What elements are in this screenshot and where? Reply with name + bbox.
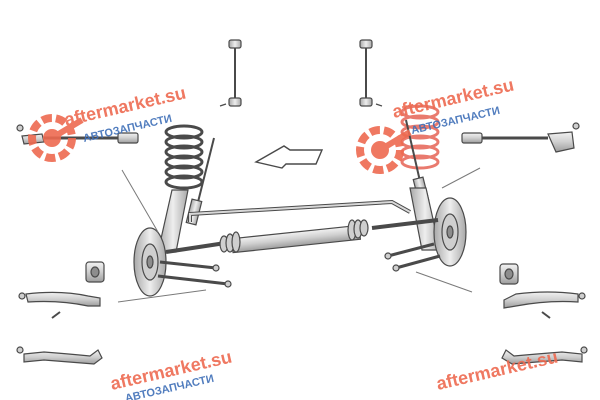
direction-arrow-icon <box>254 145 324 169</box>
watermark-bottom-right: aftermarket.su <box>434 347 559 394</box>
stabilizer-link-right <box>359 39 383 107</box>
watermark-logo-left: aftermarket.su АВТОЗАПЧАСТИ <box>28 83 188 162</box>
control-arm-left-mid <box>18 291 101 319</box>
watermark-bottom-center: aftermarket.su АВТОЗАПЧАСТИ <box>108 347 233 400</box>
wheel-hub-right <box>433 197 467 267</box>
cv-boot-left <box>219 231 241 253</box>
anti-roll-bar <box>188 199 411 222</box>
bushing-left <box>85 261 105 283</box>
leader-lines <box>117 167 481 303</box>
watermark-logo-right: aftermarket.su АВТОЗАПЧАСТИ <box>356 75 516 174</box>
tie-rod-right <box>461 122 580 153</box>
gear-logo-icon <box>356 126 412 174</box>
coil-spring-left <box>164 124 204 190</box>
coil-spring-right <box>400 104 440 170</box>
bushing-right <box>499 263 519 285</box>
stabilizer-link-left <box>219 39 242 107</box>
cv-boot-right <box>347 219 369 241</box>
lower-arm-right <box>384 242 441 272</box>
gear-logo-icon <box>28 114 84 162</box>
control-arm-right-mid <box>503 291 586 319</box>
watermark-domain-bottom-right: aftermarket.su <box>434 347 559 394</box>
control-arm-right-bottom <box>501 346 588 365</box>
lower-arm-left <box>157 260 232 288</box>
drive-shaft <box>165 218 439 254</box>
control-arm-left-bottom <box>16 346 103 365</box>
wheel-hub-left <box>133 227 167 297</box>
